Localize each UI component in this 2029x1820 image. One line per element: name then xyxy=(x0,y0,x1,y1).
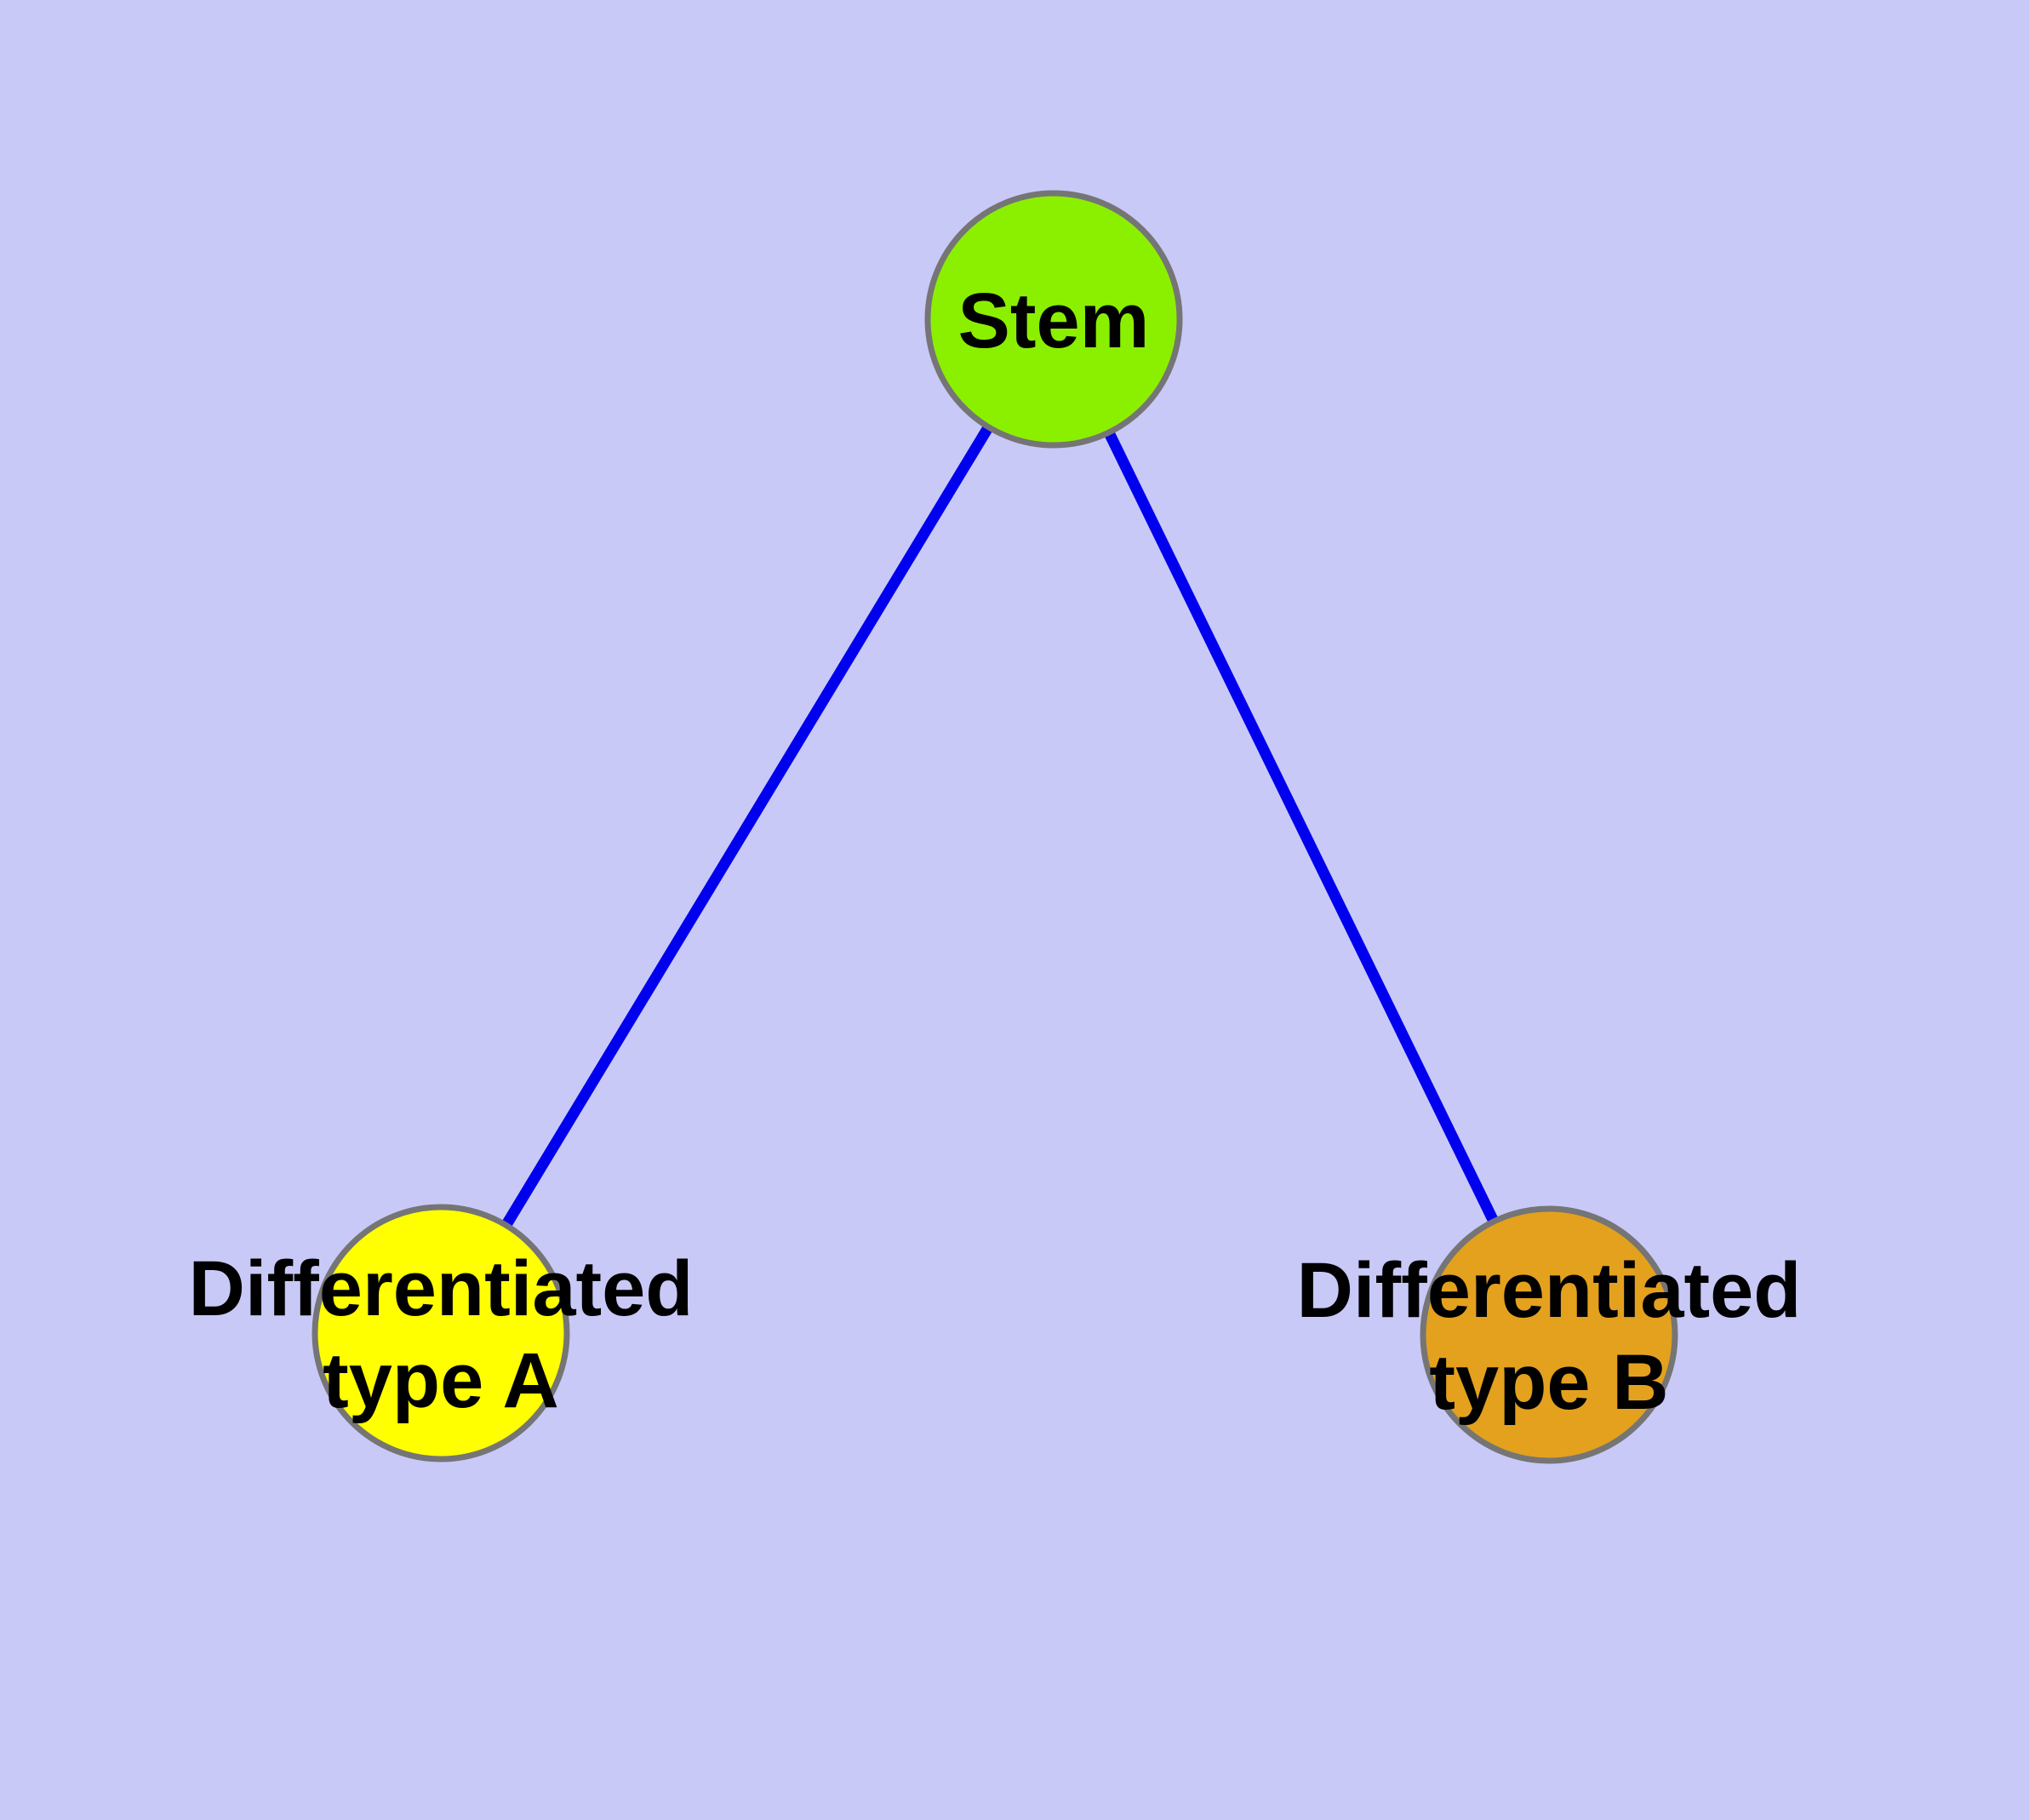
node-label-line: Differentiated xyxy=(189,1245,694,1332)
node-circle-diff-a[interactable] xyxy=(311,1204,570,1462)
edges-layer xyxy=(436,316,1554,1337)
node-circle-diff-b[interactable] xyxy=(1420,1205,1678,1464)
node-label-line: Stem xyxy=(958,278,1150,364)
node-stem[interactable]: Stem xyxy=(924,190,1183,449)
node-label-line: type A xyxy=(323,1337,559,1424)
node-label-line: Differentiated xyxy=(1297,1247,1802,1334)
node-label-stem: Stem xyxy=(958,278,1150,364)
node-label-line: type B xyxy=(1429,1339,1668,1426)
edge-stem-diff-a xyxy=(436,316,1059,1336)
edge-stem-diff-b xyxy=(1049,317,1554,1337)
node-circle-stem[interactable] xyxy=(924,190,1183,449)
